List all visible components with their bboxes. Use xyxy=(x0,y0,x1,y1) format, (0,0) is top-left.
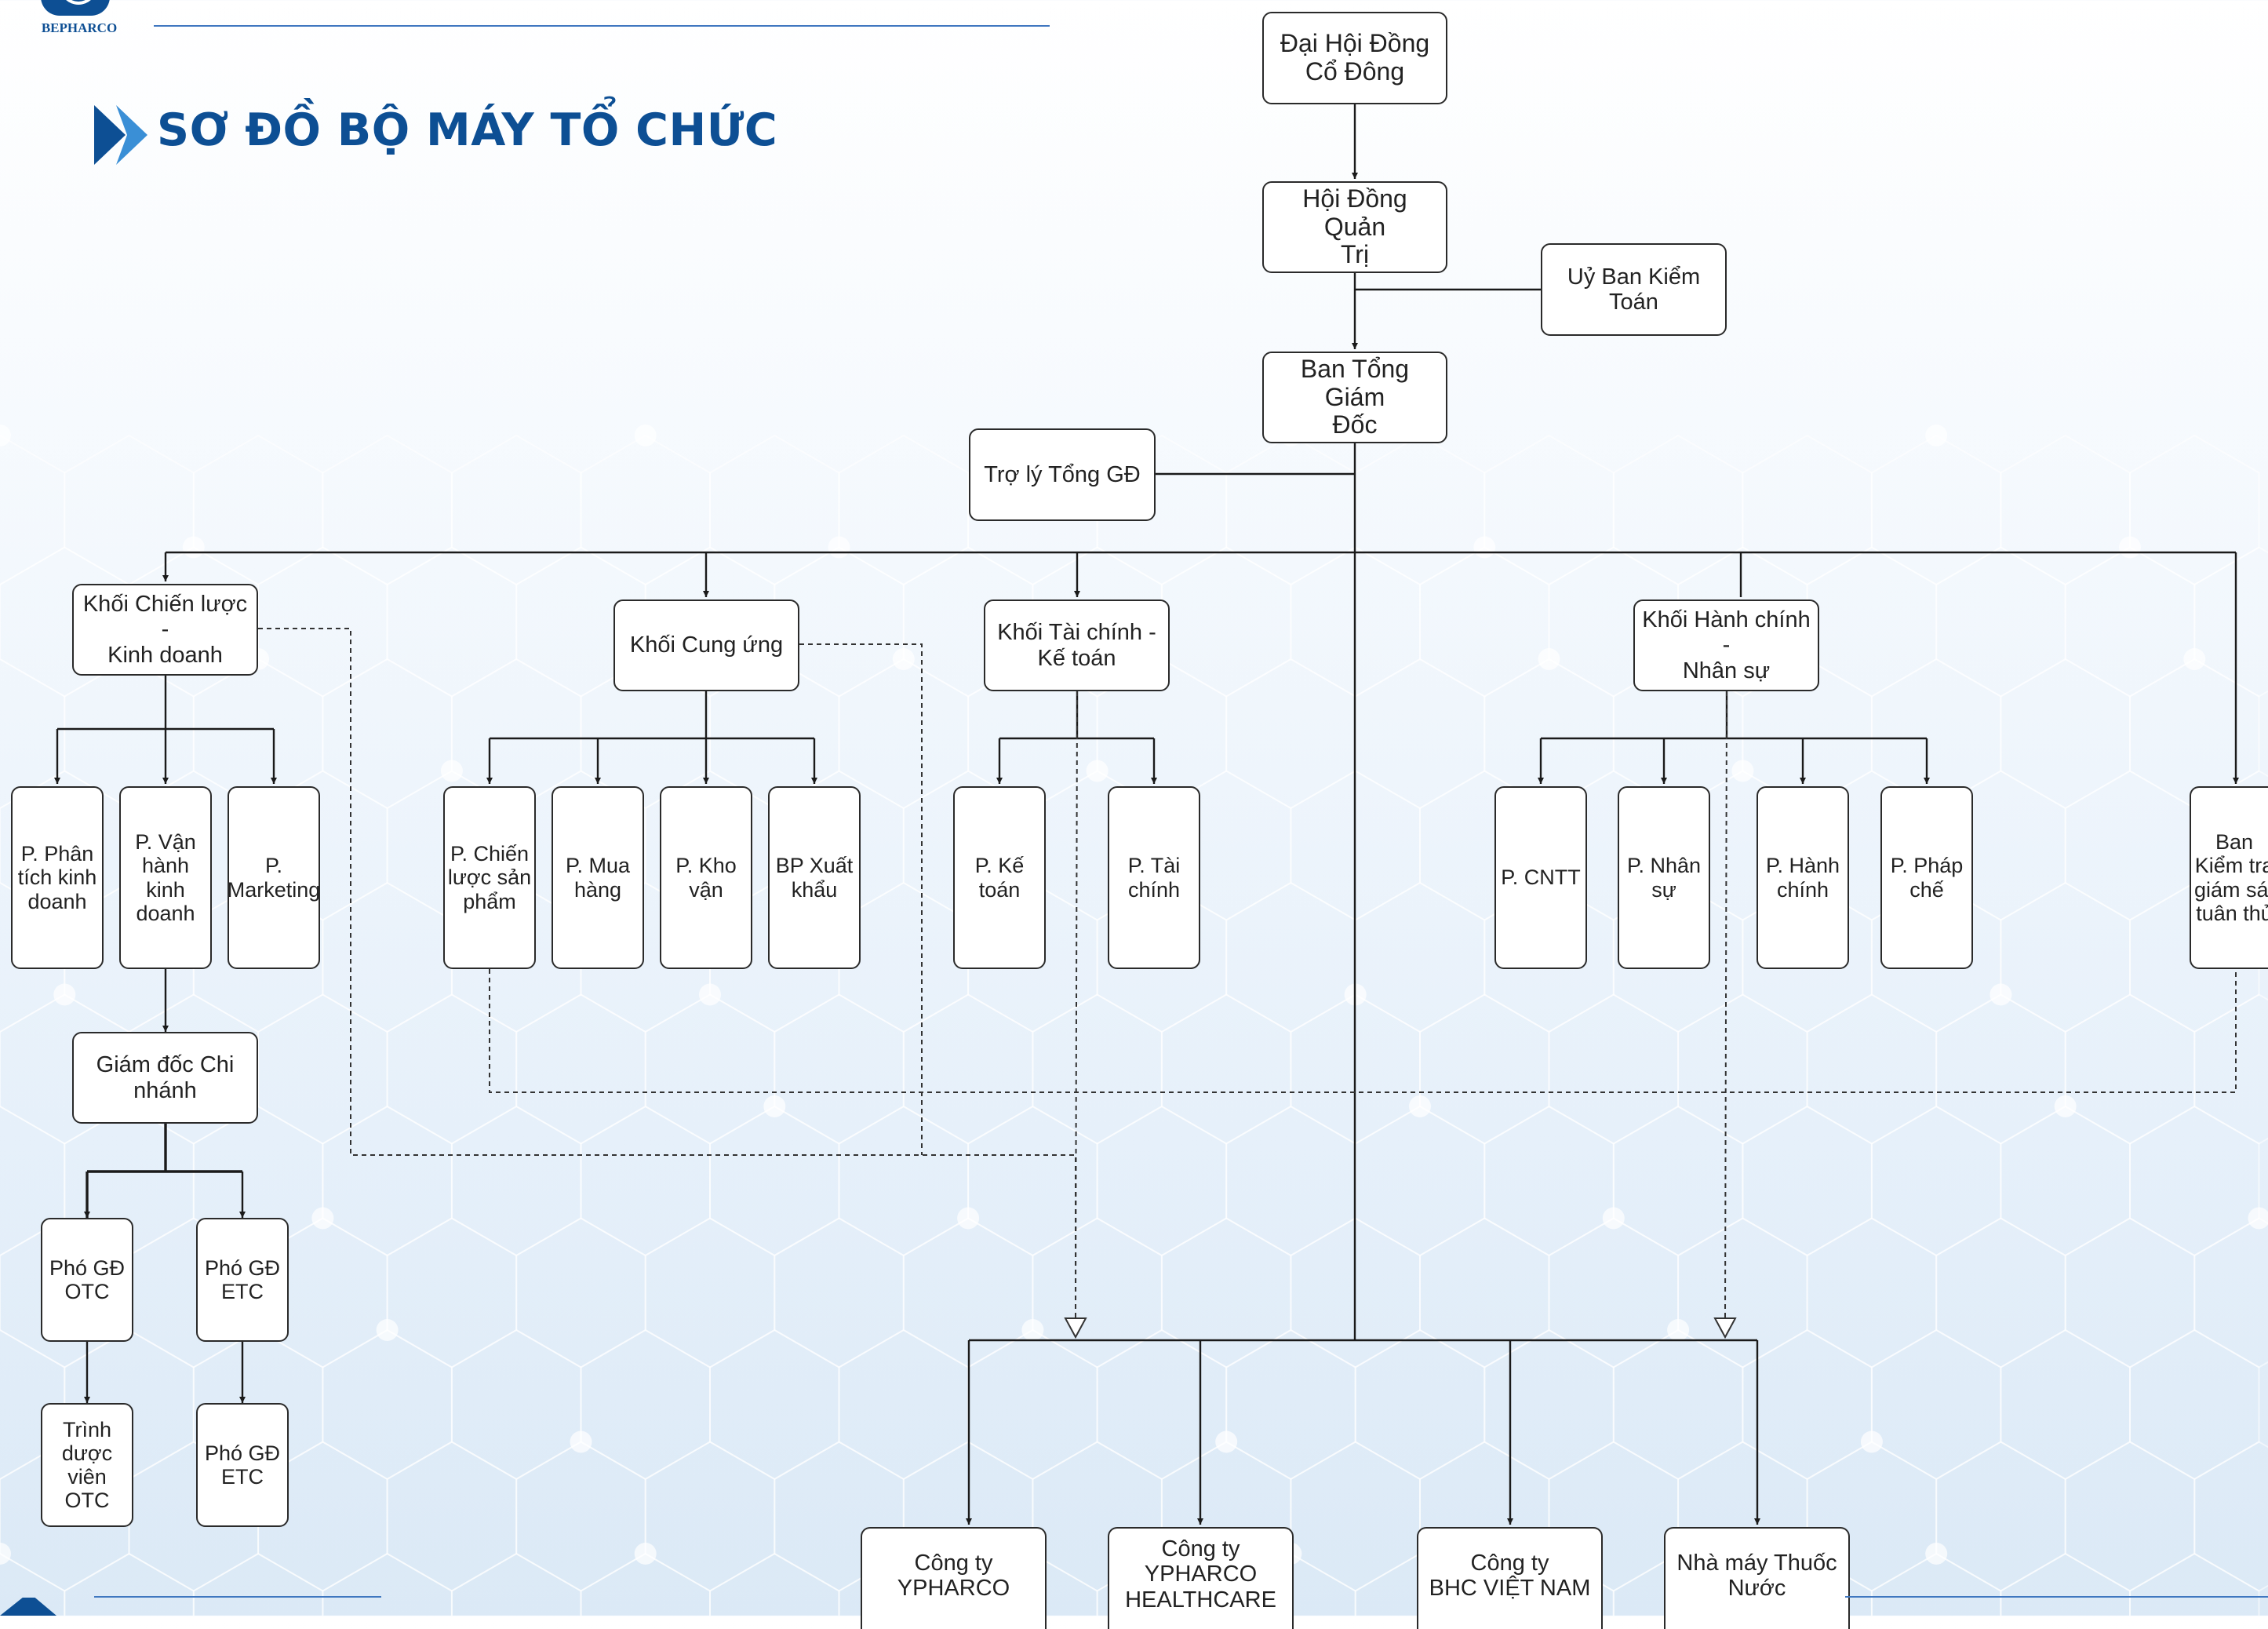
node-p-hanh-chinh: P. Hành chính xyxy=(1757,786,1849,969)
node-p-tai-chinh: P. Tài chính xyxy=(1108,786,1200,969)
node-cong-ty-ypharco-healthcare: Công ty YPHARCO HEALTHCARE xyxy=(1108,1527,1294,1629)
node-pho-gd-etc-2: Phó GĐ ETC xyxy=(196,1403,289,1527)
node-pho-gd-otc: Phó GĐ OTC xyxy=(41,1218,133,1342)
node-giam-doc-chi-nhanh: Giám đốc Chi nhánh xyxy=(72,1032,258,1124)
node-khoi-hanh-chinh-nhan-su: Khối Hành chính - Nhân sự xyxy=(1633,599,1819,691)
footer-rule-right xyxy=(1845,1596,2268,1598)
node-ban-tong-giam-doc: Ban Tổng Giám Đốc xyxy=(1262,352,1447,443)
node-p-cntt: P. CNTT xyxy=(1494,786,1587,969)
node-hoi-dong-quan-tri: Hội Đồng Quản Trị xyxy=(1262,181,1447,273)
node-p-ke-toan: P. Kế toán xyxy=(953,786,1046,969)
node-p-marketing: P. Marketing xyxy=(228,786,320,969)
node-khoi-tai-chinh-ke-toan: Khối Tài chính - Kế toán xyxy=(984,599,1170,691)
node-p-phap-che: P. Pháp chế xyxy=(1880,786,1973,969)
node-p-mua-hang: P. Mua hàng xyxy=(552,786,644,969)
node-p-phan-tich-kinh-doanh: P. Phân tích kinh doanh xyxy=(11,786,104,969)
node-p-kho-van: P. Kho vận xyxy=(660,786,752,969)
node-uy-ban-kiem-toan: Uỷ Ban Kiểm Toán xyxy=(1541,243,1727,336)
node-nha-may-thuoc-nuoc: Nhà máy Thuốc Nước xyxy=(1664,1527,1850,1629)
node-dai-hoi-dong-co-dong: Đại Hội Đồng Cổ Đông xyxy=(1262,12,1447,104)
footer-rule xyxy=(94,1596,381,1598)
node-bp-xuat-khau: BP Xuất khẩu xyxy=(768,786,861,969)
node-pho-gd-etc: Phó GĐ ETC xyxy=(196,1218,289,1342)
node-p-chien-luoc-san-pham: P. Chiến lược sản phẩm xyxy=(443,786,536,969)
node-khoi-cung-ung: Khối Cung ứng xyxy=(613,599,799,691)
node-p-nhan-su: P. Nhân sự xyxy=(1618,786,1710,969)
node-cong-ty-ypharco: Công ty YPHARCO xyxy=(861,1527,1047,1629)
node-ban-kiem-tra-giam-sat: Ban Kiểm tra giám sát tuân thủ xyxy=(2190,786,2268,969)
node-tro-ly-tong-gd: Trợ lý Tổng GĐ xyxy=(969,428,1156,521)
node-trinh-duoc-vien-otc: Trình dược viên OTC xyxy=(41,1403,133,1527)
node-p-van-hanh-kinh-doanh: P. Vận hành kinh doanh xyxy=(119,786,212,969)
node-khoi-chien-luoc-kinh-doanh: Khối Chiến lược - Kinh doanh xyxy=(72,584,258,676)
node-cong-ty-bhc-viet-nam: Công ty BHC VIỆT NAM xyxy=(1417,1527,1603,1629)
